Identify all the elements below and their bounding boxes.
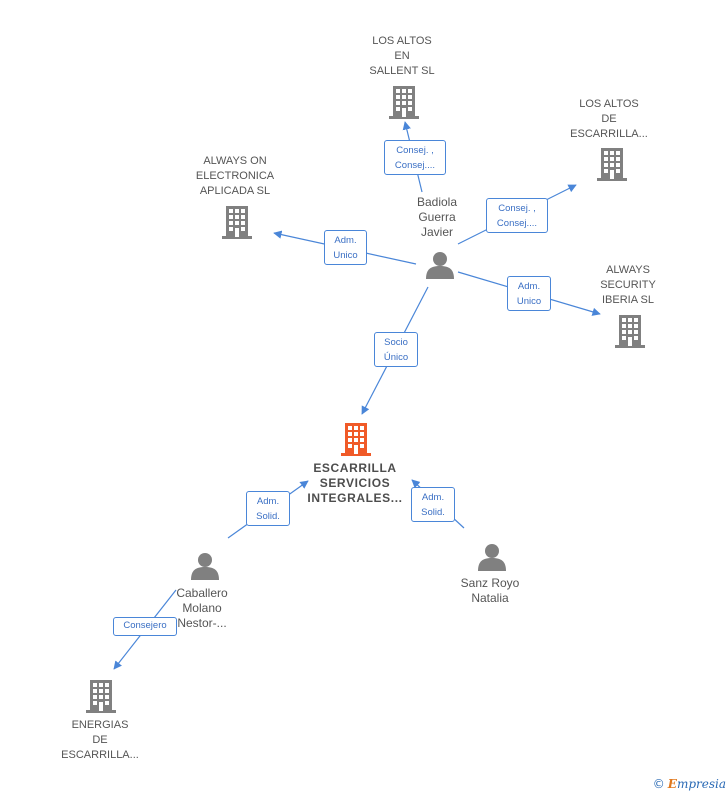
edge-label-badiola-sallent: Consej. , Consej.... xyxy=(384,140,446,175)
node-label-escarrilla-servicios[interactable]: ESCARRILLA SERVICIOS INTEGRALES... xyxy=(307,461,403,505)
person-icon[interactable] xyxy=(478,544,506,571)
building-icon[interactable] xyxy=(86,680,116,713)
brand-initial: E xyxy=(667,777,677,791)
edge-label-badiola-always-on: Adm. Unico xyxy=(324,230,367,265)
person-icon[interactable] xyxy=(191,553,219,580)
node-label-sanz-royo[interactable]: Sanz Royo Natalia xyxy=(460,576,520,605)
building-icon[interactable] xyxy=(222,206,252,239)
node-label-badiola[interactable]: Badiola Guerra Javier xyxy=(416,195,458,239)
node-label-always-security[interactable]: ALWAYS SECURITY IBERIA SL xyxy=(600,264,656,306)
building-icon[interactable] xyxy=(389,86,419,119)
edge-label-badiola-altos-escarrilla: Consej. , Consej.... xyxy=(486,198,548,233)
edge-label-caballero-servicios: Adm. Solid. xyxy=(246,491,290,526)
brand-name: mpresia xyxy=(676,777,726,791)
empresia-watermark: ©Empresia xyxy=(653,777,726,791)
edge-label-caballero-energias: Consejero xyxy=(113,617,177,636)
building-main-icon[interactable] xyxy=(341,423,371,456)
node-label-los-altos-sallent[interactable]: LOS ALTOS EN SALLENT SL xyxy=(369,35,435,77)
node-label-energias[interactable]: ENERGIAS DE ESCARRILLA... xyxy=(61,719,139,761)
person-icon[interactable] xyxy=(426,252,454,279)
copyright-symbol: © xyxy=(652,777,665,791)
node-label-caballero[interactable]: Caballero Molano Nestor-... xyxy=(176,586,228,630)
edge-label-badiola-security: Adm. Unico xyxy=(507,276,551,311)
building-icon[interactable] xyxy=(597,148,627,181)
edge-label-sanz-servicios: Adm. Solid. xyxy=(411,487,455,522)
edge-label-badiola-servicios: Socio Único xyxy=(374,332,418,367)
building-icon[interactable] xyxy=(615,315,645,348)
node-label-los-altos-escarrilla[interactable]: LOS ALTOS DE ESCARRILLA... xyxy=(570,98,648,140)
node-label-always-on[interactable]: ALWAYS ON ELECTRONICA APLICADA SL xyxy=(195,155,275,197)
